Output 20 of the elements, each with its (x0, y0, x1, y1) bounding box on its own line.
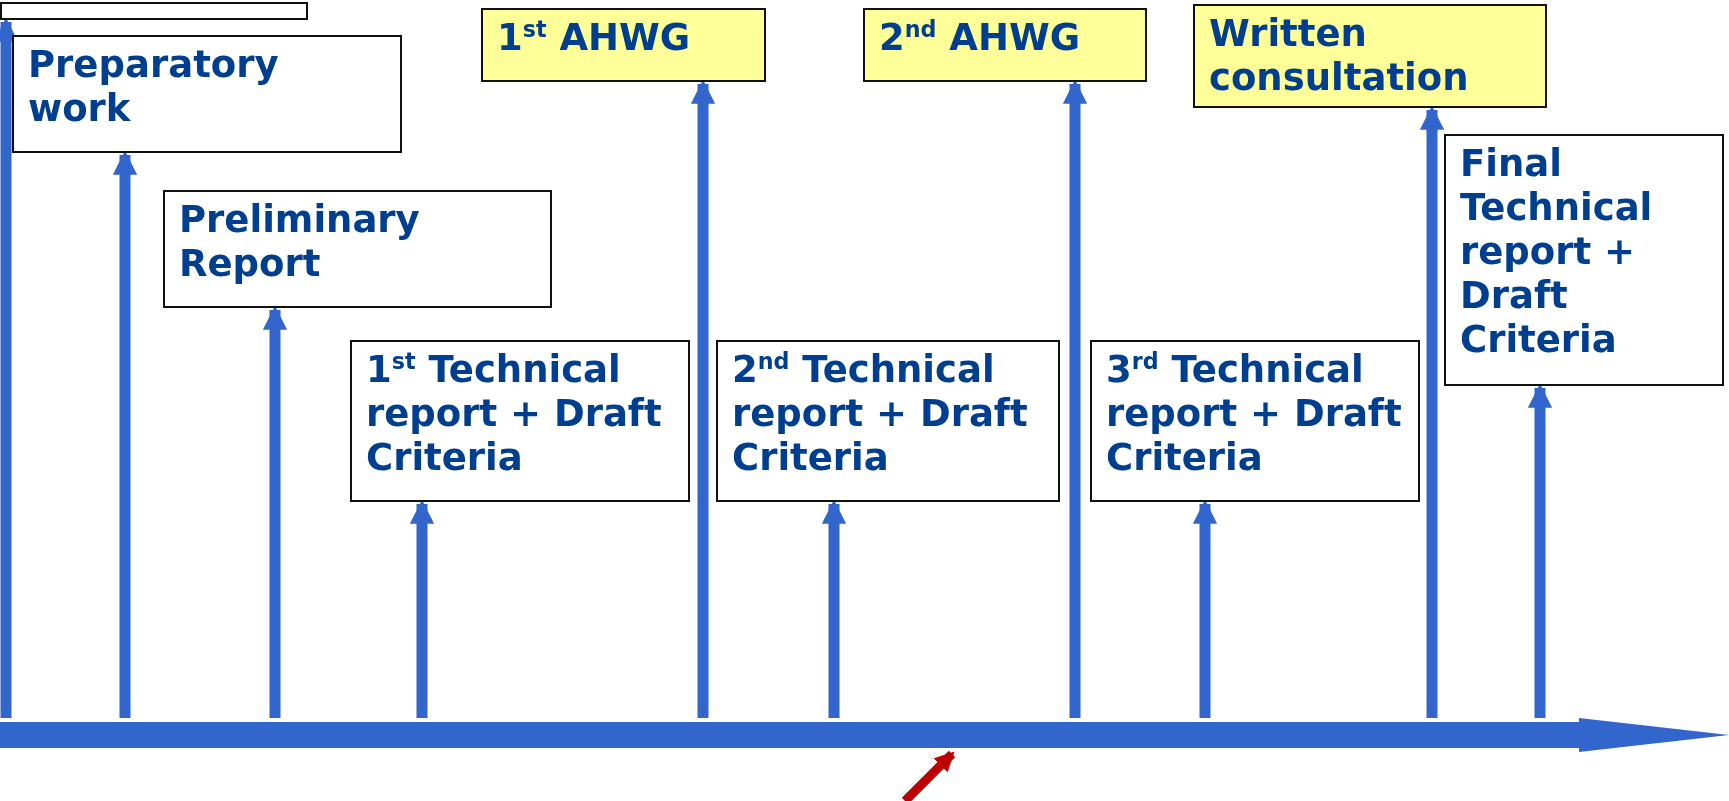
text-box (481, 8, 766, 82)
box-label: Preparatory work (28, 43, 280, 131)
box-label: Written consultation (1209, 12, 1470, 100)
box-label: Final Technical report + Draft Criteria (1460, 142, 1654, 362)
box-label: Preliminary Report (179, 198, 421, 286)
text-box (350, 340, 690, 502)
text-box (1090, 340, 1420, 502)
text-box (12, 35, 402, 153)
box-label: 1$^{st}$ AHWG (497, 16, 692, 60)
text-box (1193, 4, 1547, 108)
box-label: 3$^{rd}$ Technical report + Draft Criteria (1106, 348, 1403, 480)
arrow (901, 750, 956, 801)
box-label: 2$^{nd}$ Technical report + Draft Criteria (732, 348, 1029, 480)
text-box (716, 340, 1060, 502)
box-label: 1$^{st}$ Technical report + Draft Criteria (366, 348, 663, 480)
text-box (163, 190, 552, 308)
text-box (863, 8, 1147, 82)
text-box (1444, 134, 1724, 386)
empty-box (0, 2, 308, 20)
box-label: 2$^{nd}$ AHWG (879, 16, 1082, 60)
